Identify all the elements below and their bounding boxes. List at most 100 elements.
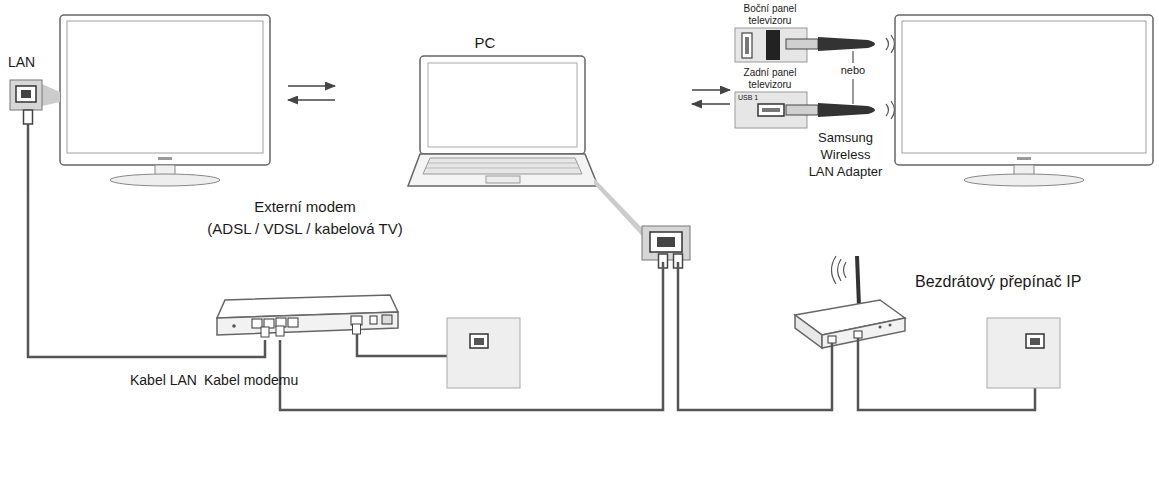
right-television bbox=[1017, 157, 1031, 160]
laptop bbox=[428, 163, 577, 164]
back-panel-illustration bbox=[758, 104, 784, 116]
adapter-label: Samsung Wireless LAN Adapter bbox=[807, 129, 884, 180]
node-title: LAN bbox=[8, 54, 48, 70]
router-illustration bbox=[795, 315, 822, 348]
wall-socket bbox=[1026, 334, 1044, 348]
laptop bbox=[486, 176, 520, 183]
alternative-bracket bbox=[852, 79, 853, 104]
router-illustration bbox=[831, 343, 834, 350]
laptop bbox=[423, 158, 582, 174]
pc-lan-port-inset bbox=[650, 232, 682, 252]
back-panel-illustration bbox=[762, 108, 780, 112]
lan-port-inset bbox=[24, 110, 33, 124]
router-illustration bbox=[854, 331, 862, 338]
side-panel-illustration bbox=[886, 38, 889, 50]
back-panel-illustration bbox=[735, 92, 901, 128]
modem-illustration bbox=[382, 315, 392, 324]
lan-port-inset bbox=[10, 80, 42, 110]
side-panel-illustration bbox=[818, 37, 875, 51]
side-panel-illustration bbox=[766, 30, 780, 60]
right-television bbox=[895, 15, 1153, 165]
alternative-bracket bbox=[852, 51, 853, 63]
back-panel-illustration bbox=[886, 104, 889, 116]
laptop bbox=[408, 56, 598, 186]
router-illustration bbox=[832, 256, 837, 284]
wall-socket bbox=[987, 318, 1060, 388]
pc-lan-port-inset bbox=[594, 178, 690, 268]
lan-port-inset bbox=[16, 86, 36, 102]
node-title: Bezdrátový přepínač IP bbox=[915, 272, 1125, 291]
alternative-note: nebo bbox=[838, 64, 868, 77]
wall-socket bbox=[474, 338, 484, 345]
router-illustration bbox=[822, 318, 905, 348]
lan-port-inset bbox=[10, 80, 60, 190]
cable-label: Kabel LAN bbox=[130, 372, 210, 388]
wireless-router: Bezdrátový přepínač IP bbox=[780, 252, 1125, 350]
modem-illustration bbox=[217, 295, 478, 356]
television-lan-port: LAN bbox=[4, 15, 288, 190]
side-panel-inset: Boční panel televizoru bbox=[730, 2, 815, 64]
data-flow-arrow bbox=[692, 89, 730, 91]
back-panel-illustration bbox=[818, 103, 875, 117]
modem-illustration bbox=[353, 324, 361, 334]
port-label: USB 1 bbox=[738, 94, 758, 102]
left-television bbox=[158, 157, 172, 160]
wall-socket bbox=[987, 318, 1060, 388]
router-illustration bbox=[838, 259, 842, 281]
lan-port-inset bbox=[21, 90, 31, 98]
node-title: PC bbox=[465, 34, 505, 52]
alternative-bracket bbox=[853, 51, 854, 104]
data-flow-arrow bbox=[288, 85, 335, 87]
right-television bbox=[902, 21, 1146, 153]
lan-port-inset bbox=[27, 124, 30, 190]
pc-lan-port-inset bbox=[594, 178, 642, 236]
wall-socket bbox=[1030, 338, 1040, 345]
right-television bbox=[964, 174, 1084, 186]
wall-socket bbox=[470, 334, 488, 348]
lan-cable bbox=[28, 190, 265, 357]
modem-illustration bbox=[370, 316, 377, 324]
side-panel-illustration bbox=[891, 35, 895, 53]
laptop bbox=[420, 56, 585, 154]
side-panel-illustration bbox=[742, 33, 752, 58]
right-television bbox=[895, 15, 1153, 186]
modem-illustration bbox=[288, 318, 298, 327]
data-flow-arrow bbox=[692, 103, 730, 105]
lan-port-inset bbox=[42, 84, 60, 106]
node-title: Externí modem (ADSL / VDSL / kabelová TV… bbox=[195, 196, 415, 240]
side-panel-illustration bbox=[735, 28, 901, 62]
wall-socket bbox=[447, 318, 520, 388]
external-modem: Externí modem (ADSL / VDSL / kabelová TV… bbox=[205, 194, 405, 340]
router-illustration bbox=[844, 262, 847, 278]
back-panel-illustration bbox=[891, 101, 895, 119]
lan-cable bbox=[280, 262, 663, 410]
left-television bbox=[60, 15, 270, 186]
connector-layer bbox=[28, 86, 832, 410]
router-illustration bbox=[828, 336, 836, 343]
node-title: Boční panel televizoru bbox=[738, 3, 802, 27]
text-line: Externí modem bbox=[254, 198, 356, 215]
side-panel-illustration bbox=[745, 37, 749, 54]
pc-lan-port-inset bbox=[657, 237, 675, 247]
router-illustration bbox=[879, 326, 882, 329]
lan-cable bbox=[678, 262, 832, 410]
left-television bbox=[67, 21, 263, 153]
data-flow-arrow bbox=[288, 99, 335, 101]
side-panel-illustration bbox=[786, 39, 818, 49]
text-line: (ADSL / VDSL / kabelová TV) bbox=[195, 218, 415, 240]
modem-illustration bbox=[276, 326, 284, 336]
modem-illustration bbox=[232, 324, 236, 328]
node-title: Zadní panel televizoru bbox=[738, 67, 802, 91]
modem-illustration bbox=[261, 327, 269, 337]
modem-illustration bbox=[217, 312, 398, 335]
back-panel-illustration bbox=[786, 105, 818, 115]
router-illustration bbox=[889, 324, 892, 327]
left-television bbox=[110, 174, 220, 186]
laptop bbox=[408, 154, 598, 186]
left-television bbox=[60, 15, 270, 165]
cable-label: Kabel modemu bbox=[204, 372, 314, 388]
wall-socket bbox=[447, 318, 520, 388]
laptop bbox=[428, 63, 577, 147]
